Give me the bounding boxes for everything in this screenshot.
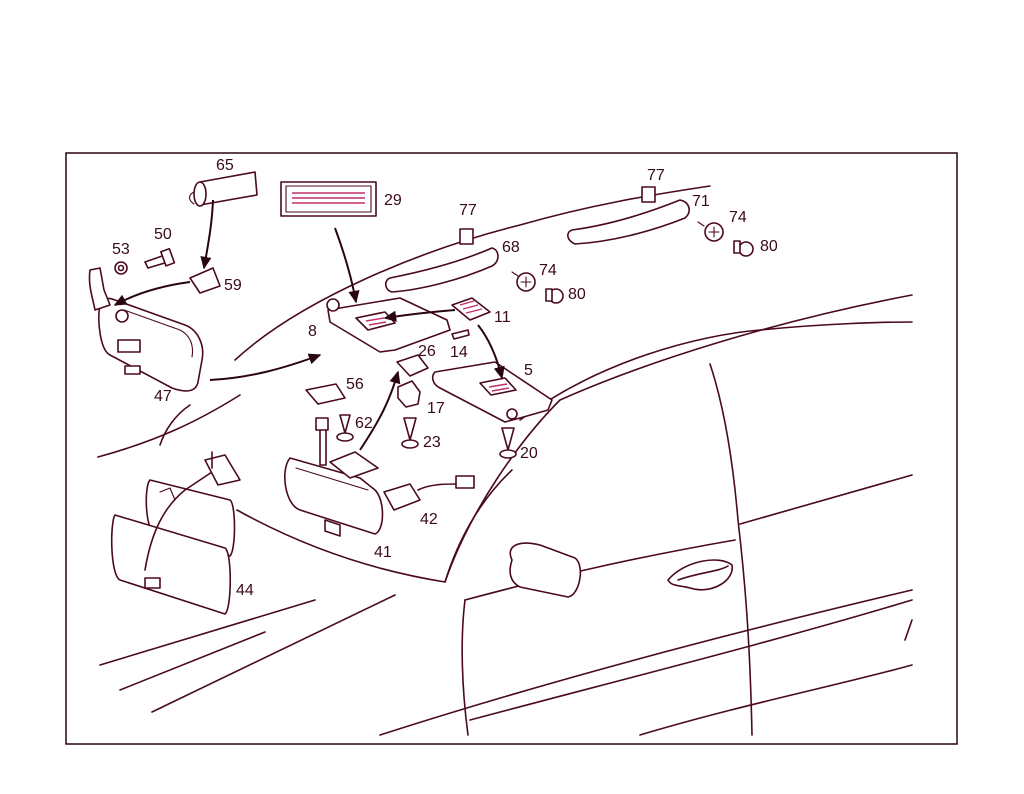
adhesive-tube-part	[188, 171, 258, 207]
callout-5: 5	[524, 362, 533, 379]
callout-53: 53	[112, 241, 130, 258]
sun-visor-8	[326, 297, 451, 353]
car-body-outline	[97, 185, 913, 736]
cover-cap-74-right	[697, 221, 724, 242]
sun-visor-5	[431, 361, 553, 423]
callout-56: 56	[346, 376, 364, 393]
grab-handle-68	[384, 247, 499, 293]
rear-view-mirror-41	[284, 417, 384, 537]
callout-42: 42	[420, 511, 438, 528]
bulb-14	[451, 329, 470, 340]
wiring-harness-42	[383, 475, 475, 511]
callout-47: 47	[154, 388, 172, 405]
callout-80-left: 80	[568, 286, 586, 303]
grab-handle-right	[567, 199, 690, 245]
callout-11: 11	[494, 309, 511, 326]
clip-77-right	[641, 186, 656, 203]
washer-part	[114, 261, 128, 275]
callout-62: 62	[355, 415, 373, 432]
visor-lamp-11	[451, 297, 491, 321]
callout-8: 8	[308, 323, 317, 340]
side-mirror-outline	[509, 542, 582, 598]
callout-labels: 65 29 77 77 50 53 68 71 74 80 74 80 59 8…	[112, 157, 778, 599]
callout-77-left: 77	[459, 202, 477, 219]
cover-cap-74-left	[511, 271, 536, 292]
screw-20	[499, 427, 517, 459]
callout-59: 59	[224, 277, 242, 294]
callout-20: 20	[520, 445, 538, 462]
screw-23	[401, 417, 419, 449]
bolt-part	[144, 247, 176, 269]
callout-68: 68	[502, 239, 520, 256]
warning-label-plate	[280, 181, 377, 217]
callout-23: 23	[423, 434, 441, 451]
callout-74-left: 74	[539, 262, 557, 279]
callout-26: 26	[418, 343, 436, 360]
holder-26	[396, 354, 429, 377]
callout-71: 71	[692, 193, 710, 210]
callout-17: 17	[427, 400, 445, 417]
callout-74-right: 74	[729, 209, 747, 226]
callout-44: 44	[236, 582, 254, 599]
clip-77-left	[459, 228, 474, 245]
callout-65: 65	[216, 157, 234, 174]
callout-29: 29	[384, 192, 402, 209]
plug-80-left	[545, 288, 564, 304]
diagram-frame	[65, 152, 958, 745]
pad-56	[305, 383, 346, 405]
callout-80-right: 80	[760, 238, 778, 255]
assembly-arrows	[113, 199, 505, 451]
callout-77-right: 77	[647, 167, 665, 184]
clip-part	[189, 267, 221, 294]
rear-view-mirror-47	[88, 267, 204, 392]
screw-62	[336, 414, 354, 442]
clip-17	[397, 380, 421, 408]
callout-50: 50	[154, 226, 172, 243]
plug-80-right	[733, 240, 754, 257]
rear-view-mirror-44	[110, 451, 241, 615]
callout-14: 14	[450, 344, 468, 361]
callout-41: 41	[374, 544, 392, 561]
